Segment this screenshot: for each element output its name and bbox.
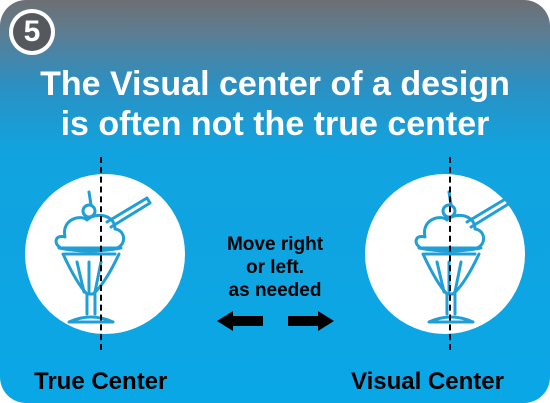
ice-cream-sundae-icon bbox=[414, 190, 512, 324]
ice-cream-sundae-icon bbox=[54, 190, 152, 324]
true-center-label: True Center bbox=[34, 368, 168, 395]
step-number: 5 bbox=[13, 13, 51, 51]
visual-center-panel bbox=[365, 174, 525, 334]
headline-line-1: The Visual center of a design bbox=[40, 65, 510, 103]
instruction-text: Move right or left. as needed bbox=[200, 233, 350, 302]
instruction-line-2: or left. bbox=[245, 257, 305, 278]
arrow-left-icon bbox=[217, 311, 263, 331]
visual-center-label: Visual Center bbox=[351, 368, 504, 395]
headline: The Visual center of a design is often n… bbox=[0, 64, 550, 144]
true-center-guide-line bbox=[100, 157, 102, 350]
instruction-line-3: as needed bbox=[228, 280, 322, 301]
instruction-line-1: Move right bbox=[226, 234, 324, 255]
visual-center-guide-line bbox=[449, 157, 451, 350]
arrow-right-icon bbox=[288, 311, 334, 331]
step-number-badge: 5 bbox=[9, 9, 55, 55]
headline-line-2: is often not the true center bbox=[60, 105, 490, 143]
true-center-panel bbox=[25, 174, 185, 334]
